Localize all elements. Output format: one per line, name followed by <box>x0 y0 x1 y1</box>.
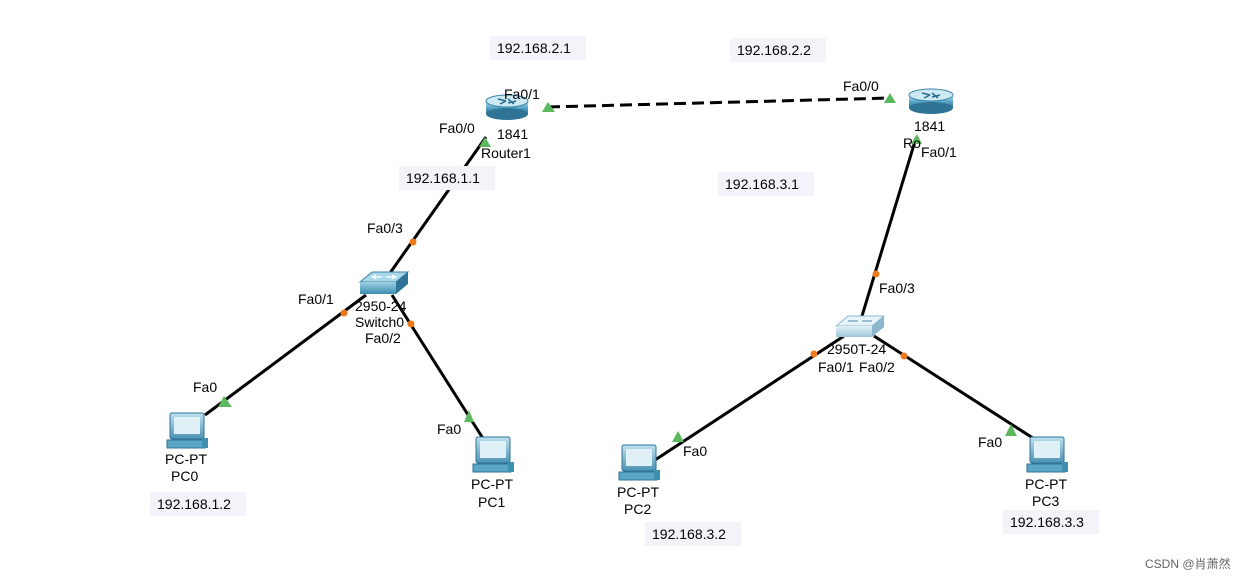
pc0-device[interactable]: PC-PT PC0 <box>165 412 208 484</box>
link-up-marker <box>479 137 491 147</box>
link-up-marker <box>911 134 922 144</box>
switch0-name: Switch0 <box>355 314 404 330</box>
link-down-marker <box>409 238 417 246</box>
link-down-marker <box>407 320 415 328</box>
pc1-name: PC1 <box>478 494 505 510</box>
port-label: Fa0/1 <box>818 359 854 375</box>
ip-label-pc2: 192.168.3.2 <box>645 522 741 546</box>
link-up-marker <box>672 431 684 442</box>
link-switch1-pc2[interactable] <box>651 334 845 464</box>
port-label: Fa0/1 <box>298 291 334 307</box>
svg-text:192.168.2.2: 192.168.2.2 <box>737 42 811 58</box>
pc3-device[interactable]: PC-PT PC3 <box>1025 436 1068 509</box>
router-icon <box>485 94 529 120</box>
link-up-marker <box>542 102 555 112</box>
ip-label-r2-lan: 192.168.3.1 <box>718 172 814 196</box>
switch1-model: 2950T-24 <box>827 341 886 357</box>
link-router2-switch1[interactable] <box>860 137 918 317</box>
port-label: Fa0 <box>683 443 707 459</box>
router-icon <box>908 88 954 114</box>
link-down-marker <box>340 309 348 317</box>
port-label-clip: Fa0/1 <box>818 359 854 375</box>
svg-text:192.168.2.1: 192.168.2.1 <box>497 40 571 56</box>
router1-device[interactable]: 1841 Router1 <box>481 94 531 161</box>
ip-label-r1-lan: 192.168.1.1 <box>399 166 495 190</box>
pc3-name: PC3 <box>1032 493 1059 509</box>
port-label: Fa0/1 <box>921 144 957 160</box>
port-label: Fa0/0 <box>439 120 475 136</box>
link-down-marker <box>810 350 818 358</box>
port-label: Fa0/3 <box>879 280 915 296</box>
svg-text:192.168.3.2: 192.168.3.2 <box>652 526 726 542</box>
pc3-model: PC-PT <box>1025 476 1067 492</box>
link-up-marker <box>884 93 896 103</box>
port-label: Fa0 <box>978 434 1002 450</box>
switch0-device[interactable]: 2950-24 Switch0 <box>355 271 410 330</box>
pc-icon <box>618 444 660 481</box>
port-label: Fa0 <box>437 421 461 437</box>
pc0-model: PC-PT <box>165 451 207 467</box>
switch-icon <box>834 315 886 337</box>
router1-name: Router1 <box>481 145 531 161</box>
port-label: Fa0 <box>193 379 217 395</box>
link-router1-router2[interactable] <box>547 96 891 109</box>
link-switch1-pc3[interactable] <box>873 334 1037 442</box>
port-label: Fa0/1 <box>504 86 540 102</box>
pc-icon <box>166 412 208 449</box>
switch1-device[interactable]: 2950T-24 <box>827 315 886 357</box>
router1-model: 1841 <box>497 126 528 142</box>
switch0-model: 2950-24 <box>355 298 407 314</box>
switch0-name-clip: Switch0 <box>355 314 404 330</box>
pc-icon <box>472 436 514 473</box>
link-up-marker <box>464 410 474 422</box>
link-up-marker <box>218 396 232 407</box>
switch-icon <box>358 271 410 294</box>
svg-text:192.168.3.3: 192.168.3.3 <box>1010 514 1084 530</box>
pc1-device[interactable]: PC-PT PC1 <box>471 436 514 510</box>
pc1-model: PC-PT <box>471 476 513 492</box>
svg-text:192.168.1.2: 192.168.1.2 <box>157 496 231 512</box>
pc2-name: PC2 <box>624 501 651 517</box>
router2-name: Ro <box>903 135 921 151</box>
link-down-marker <box>900 352 908 360</box>
ip-label-r2-serial: 192.168.2.2 <box>730 38 826 62</box>
router2-model: 1841 <box>914 118 945 134</box>
pc2-device[interactable]: PC-PT PC2 <box>617 444 660 517</box>
pc0-name: PC0 <box>171 468 198 484</box>
ip-label-pc0: 192.168.1.2 <box>150 492 246 516</box>
ip-label-r1-serial: 192.168.2.1 <box>490 36 586 60</box>
port-label: Fa0/2 <box>365 330 401 346</box>
router2-device[interactable]: 1841 Ro <box>903 88 954 151</box>
port-label: Fa0/2 <box>859 359 895 375</box>
link-switch0-pc0[interactable] <box>204 293 367 417</box>
link-up-marker <box>1005 424 1017 436</box>
link-down-marker <box>872 270 880 278</box>
svg-text:192.168.3.1: 192.168.3.1 <box>725 176 799 192</box>
pc2-model: PC-PT <box>617 484 659 500</box>
watermark: CSDN @肖萧然 <box>1145 556 1231 571</box>
port-label: Fa0/0 <box>843 78 879 94</box>
pc-icon <box>1026 436 1068 473</box>
port-label: Fa0/3 <box>367 220 403 236</box>
ip-label-pc3: 192.168.3.3 <box>1003 510 1099 534</box>
svg-text:192.168.1.1: 192.168.1.1 <box>406 170 480 186</box>
link-router1-switch0[interactable] <box>388 136 488 274</box>
